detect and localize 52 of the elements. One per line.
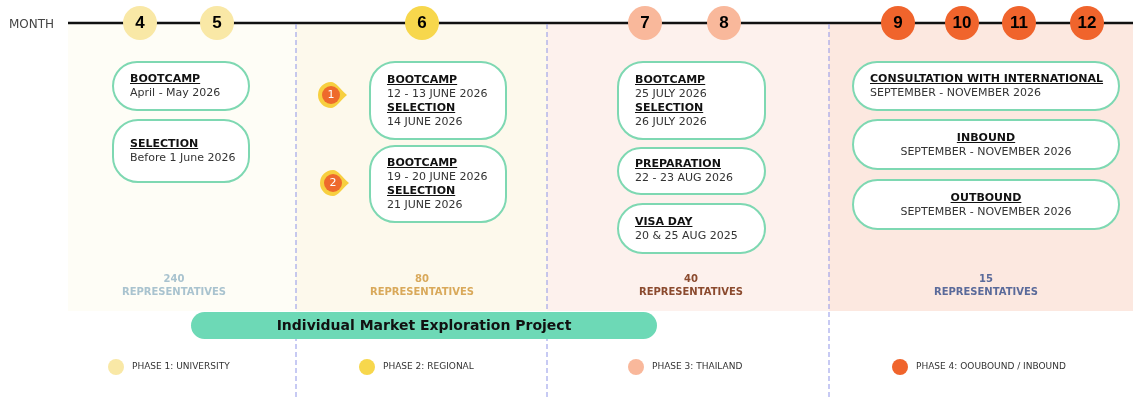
event-date: April - May 2026 [130,86,221,100]
event-title: CONSULTATION WITH INTERNATIONAL [870,72,1104,86]
representative-label: REPRESENTATIVES [933,285,1039,298]
event-date: 21 JUNE 2026 [387,198,463,212]
event-date: SEPTEMBER - NOVEMBER 2026 [900,204,1072,219]
representative-count: 80 [415,272,429,285]
event-title: SELECTION [635,100,704,115]
event-box [369,61,507,140]
event-box [617,147,766,195]
event-box [112,119,250,183]
representative-count: 15 [979,272,993,285]
event-box [112,61,250,111]
event-date: Before 1 June 2026 [130,151,236,165]
event-title: BOOTCAMP [387,156,458,170]
event-title: BOOTCAMP [635,72,706,87]
axis-label: MONTH [9,16,55,33]
event-date: 19 - 20 JUNE 2026 [387,170,488,184]
representative-label: REPRESENTATIVES [121,285,227,298]
legend-text: PHASE 3: THAILAND [652,360,743,374]
number-pin: 1 [318,82,348,108]
event-date: 25 JULY 2026 [635,86,707,101]
event-date: SEPTEMBER - NOVEMBER 2026 [900,144,1072,159]
event-box [852,119,1120,170]
event-box [617,203,766,254]
event-title: SELECTION [387,100,456,115]
representative-count: 240 [163,272,185,285]
event-date: SEPTEMBER - NOVEMBER 2026 [870,86,1042,100]
representative-label: REPRESENTATIVES [638,285,744,298]
legend-text: PHASE 4: OOUBOUND / INBOUND [916,360,1066,374]
event-title: OUTBOUND [950,190,1022,205]
event-box [852,179,1120,230]
representative-label: REPRESENTATIVES [369,285,475,298]
event-date: 22 - 23 AUG 2026 [635,171,734,185]
event-title: BOOTCAMP [130,72,201,86]
event-box [369,145,507,223]
representative-count: 40 [684,272,698,285]
number-pin: 2 [320,170,350,196]
legend-text: PHASE 1: UNIVERSITY [132,360,230,374]
event-title: SELECTION [130,137,199,151]
event-title: VISA DAY [635,214,693,229]
event-date: 12 - 13 JUNE 2026 [387,86,488,101]
project-bar: Individual Market Exploration Project [191,312,657,339]
event-date: 26 JULY 2026 [635,114,707,129]
event-title: PREPARATION [635,157,721,171]
event-title: INBOUND [956,130,1016,145]
event-date: 20 & 25 AUG 2025 [635,228,738,243]
event-box [617,61,766,140]
legend-text: PHASE 2: REGIONAL [383,360,474,374]
event-title: BOOTCAMP [387,72,458,87]
event-title: SELECTION [387,184,456,198]
event-box [852,61,1120,111]
event-date: 14 JUNE 2026 [387,114,463,129]
